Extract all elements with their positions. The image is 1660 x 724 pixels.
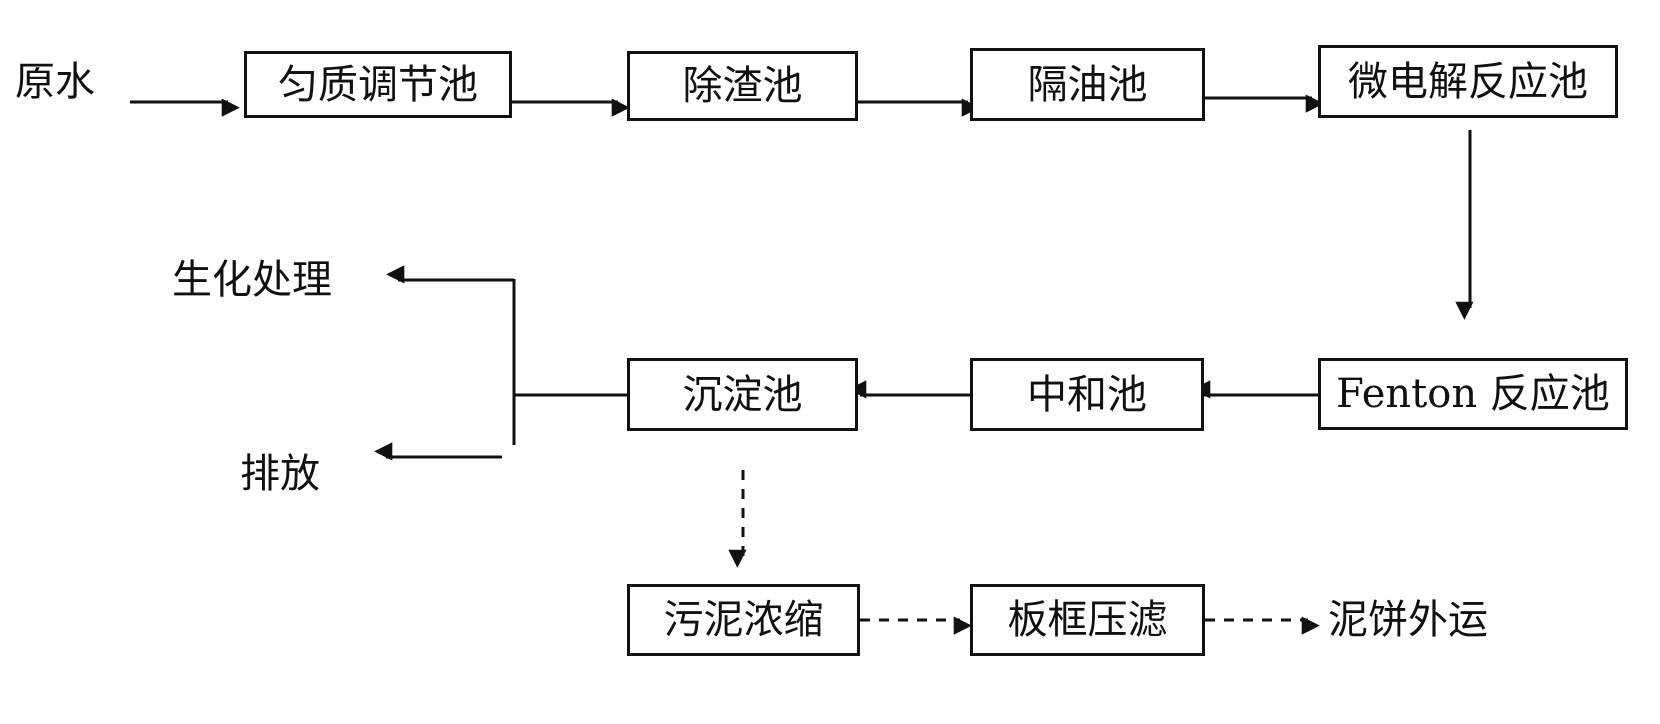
node-filter-press-label: 板框压滤 — [1007, 597, 1168, 643]
node-micro-electrolysis-tank: 微电解反应池 — [1318, 45, 1618, 118]
node-oil-separation-tank: 隔油池 — [970, 48, 1205, 121]
node-fenton-label: Fenton 反应池 — [1336, 371, 1610, 417]
output-biochemical: 生化处理 — [172, 257, 332, 303]
node-sedimentation-tank: 沉淀池 — [627, 358, 858, 431]
node-filter-press: 板框压滤 — [970, 584, 1205, 656]
node-neutralization-label: 中和池 — [1027, 371, 1147, 418]
node-slag-removal-label: 除渣池 — [682, 63, 803, 109]
node-micro-electrolysis-label: 微电解反应池 — [1348, 58, 1588, 105]
node-oil-separation-label: 隔油池 — [1027, 61, 1148, 108]
node-neutralization-tank: 中和池 — [970, 358, 1204, 431]
node-homogenize-tank: 匀质调节池 — [244, 51, 512, 118]
output-discharge: 排放 — [240, 451, 320, 497]
node-sludge-thickening-label: 污泥浓缩 — [663, 597, 824, 643]
node-homogenize-label: 匀质调节池 — [278, 61, 478, 108]
node-sludge-thickening: 污泥浓缩 — [627, 584, 860, 656]
output-sludge-cake: 泥饼外运 — [1328, 597, 1488, 643]
node-slag-removal-tank: 除渣池 — [627, 51, 858, 121]
source-label: 原水 — [15, 59, 95, 105]
node-fenton-tank: Fenton 反应池 — [1318, 358, 1628, 430]
node-sedimentation-label: 沉淀池 — [682, 371, 803, 418]
